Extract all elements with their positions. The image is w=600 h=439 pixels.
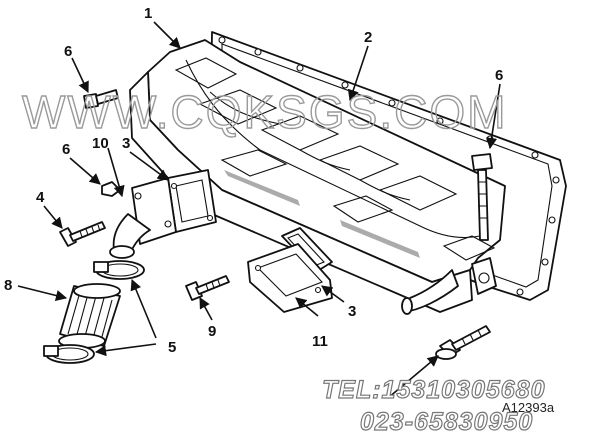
footer-phone: 023-65830950 [360,408,533,436]
callout-8: 8 [4,277,12,294]
exhaust-manifold [129,39,506,315]
callout-11: 11 [312,333,328,350]
callout-5: 5 [168,339,176,356]
callout-3-left: 3 [122,135,130,152]
cover-plate [247,243,333,313]
cap-screw-6-left [83,89,119,109]
hex-nut-6 [101,181,121,197]
footer-tel: TEL:15310305680 [322,376,545,404]
watermark-text: WWW.CQKSGS.COM [22,86,507,138]
hose-clamp-upper [93,260,145,280]
callout-6-upper-left: 6 [64,43,72,60]
callout-6-right: 6 [495,67,503,84]
callout-4: 4 [36,189,45,206]
leader-lines [17,21,501,399]
cap-screw-6-bottom [435,325,491,360]
hose-clamp-lower [43,344,95,364]
callout-3-right: 3 [348,303,356,320]
callout-1: 1 [144,5,152,22]
flexible-hose [58,283,121,349]
cap-screw-4 [59,221,106,247]
callout-9: 9 [208,323,216,340]
callout-2: 2 [364,29,372,46]
exhaust-connector [109,177,177,259]
figure-code: A12393a [502,400,555,415]
callout-10: 10 [92,135,109,152]
cap-screw-6-top [471,153,493,241]
callout-6-left: 6 [62,141,70,158]
cap-screw-9 [185,275,230,301]
